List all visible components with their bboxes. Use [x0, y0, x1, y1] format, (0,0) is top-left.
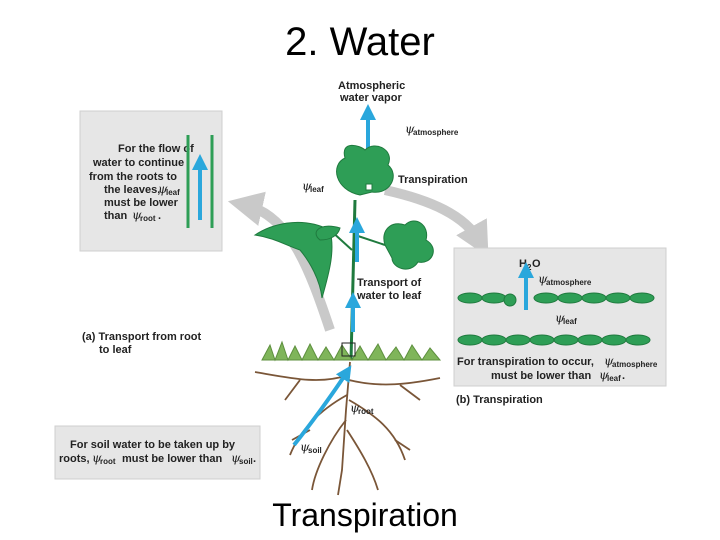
period: . — [253, 453, 256, 465]
period: . — [622, 370, 625, 382]
transpiration-label: Transpiration — [398, 174, 468, 186]
flow-psi-root-sub: root — [140, 214, 156, 223]
flow-text-line-4: the leaves, — [104, 184, 160, 196]
transport-label-2: water to leaf — [356, 290, 422, 302]
period: . — [158, 210, 161, 222]
transport-label-1: Transport of — [357, 277, 422, 289]
panel-psi-atmosphere-sub: atmosphere — [546, 278, 592, 287]
psi-symbol: ψ — [300, 440, 310, 454]
flow-condition-panel: For the flow of water to continue from t… — [79, 110, 223, 252]
panel-bottom-atm-sub: atmosphere — [612, 360, 658, 369]
psi-root-sub: root — [358, 407, 374, 416]
flow-text-line-3: from the roots to — [89, 171, 177, 183]
psi-symbol: ψ — [538, 272, 548, 286]
panel-bottom-line-2: must be lower than — [491, 370, 592, 382]
transpiration-diagram: For the flow of water to continue from t… — [54, 80, 667, 496]
psi-atmosphere-sub: atmosphere — [413, 128, 459, 137]
root-arrow — [292, 365, 352, 447]
soil-psi-soil-sub: soil — [239, 457, 253, 466]
flow-text-line-2: water to continue — [92, 157, 184, 169]
soil-text-line-1: For soil water to be taken up by — [70, 439, 236, 451]
h2o-o: O — [532, 258, 541, 270]
psi-symbol: ψ — [132, 208, 142, 222]
soil-text-mid: must be lower than — [122, 453, 223, 465]
slide-caption: Transpiration — [272, 497, 458, 533]
psi-symbol: ψ — [405, 122, 415, 136]
soil-text-line-2: roots, — [59, 453, 90, 465]
h2o-h: H — [519, 258, 527, 270]
psi-symbol: ψ — [599, 368, 609, 382]
psi-symbol: ψ — [350, 401, 360, 415]
transpiration-detail-panel: H 2 O ψ atmosphere ψ leaf For transpirat — [453, 247, 667, 387]
psi-soil-sub: soil — [308, 446, 322, 455]
psi-symbol: ψ — [231, 451, 241, 465]
atmospheric-label-2: water vapor — [339, 92, 402, 104]
psi-symbol: ψ — [555, 311, 565, 325]
atmospheric-label-1: Atmospheric — [338, 80, 405, 92]
psi-symbol: ψ — [92, 451, 102, 465]
psi-symbol: ψ — [158, 182, 168, 196]
slide-title: 2. Water — [285, 20, 435, 64]
caption-a-line-1: (a) Transport from root — [82, 331, 202, 343]
plant-illustration — [253, 144, 442, 496]
caption-b: (b) Transpiration — [456, 394, 543, 406]
psi-symbol: ψ — [302, 179, 312, 193]
psi-leaf-sub: leaf — [310, 185, 324, 194]
panel-bottom-line-1: For transpiration to occur, — [457, 356, 594, 368]
panel-bottom-leaf-sub: leaf — [607, 374, 621, 383]
gray-arrow-right — [383, 185, 489, 258]
soil-psi-root-sub: root — [100, 457, 116, 466]
flow-text-line-6: must be lower — [104, 197, 179, 209]
soil-condition-panel: For soil water to be taken up by roots, … — [54, 425, 261, 480]
psi-symbol: ψ — [604, 354, 614, 368]
caption-a-line-2: to leaf — [99, 344, 132, 356]
panel-psi-leaf-sub: leaf — [563, 317, 577, 326]
flow-text-line-7: than — [104, 210, 128, 222]
flow-psi-leaf-sub: leaf — [166, 188, 180, 197]
flow-text-line-1: For the flow of — [118, 143, 194, 155]
